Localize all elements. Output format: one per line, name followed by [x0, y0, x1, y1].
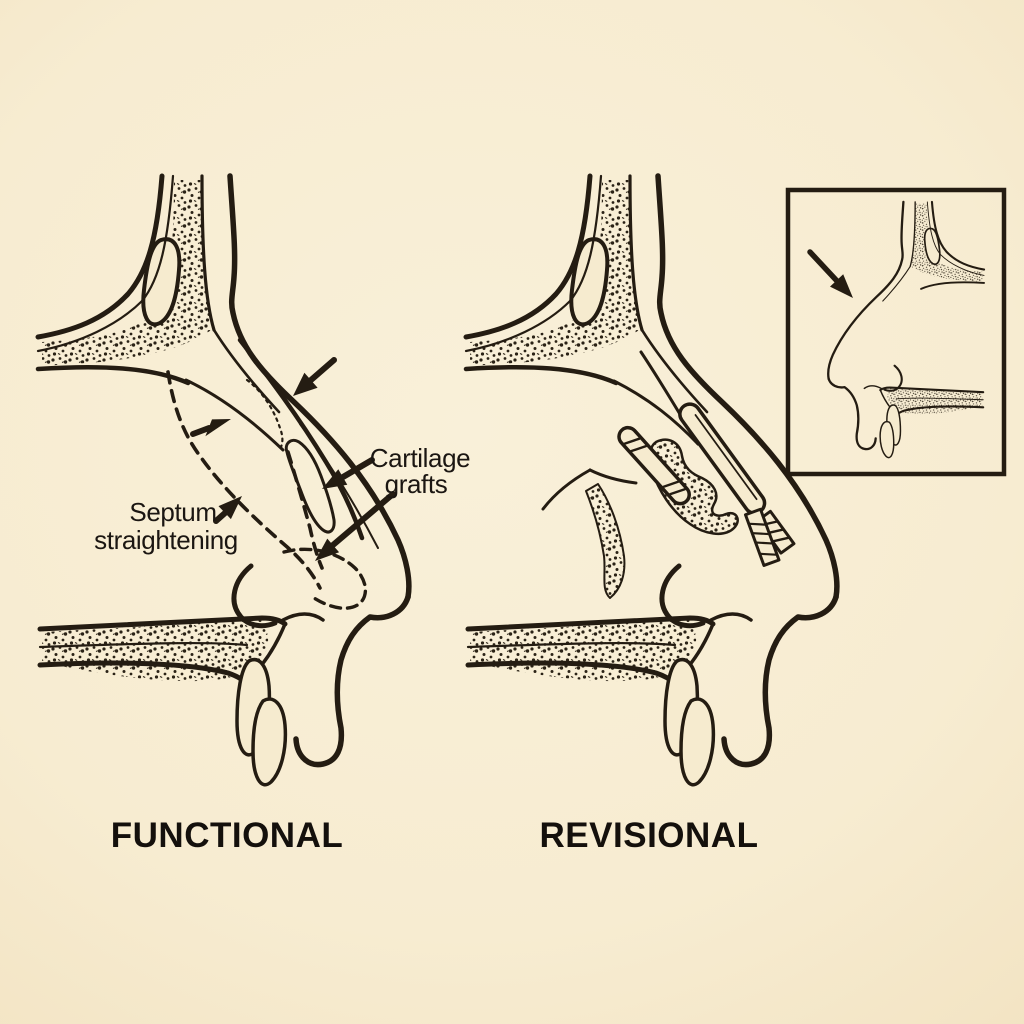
septum-cut-branch-b: [588, 468, 638, 485]
septum-dashed-inner: [286, 450, 324, 570]
nasal-bone-arrow: [190, 419, 231, 437]
hump-dotted-line: [245, 378, 284, 449]
caption-functional: FUNCTIONAL: [111, 816, 343, 855]
tip-graft-dashed-loop: [282, 547, 367, 610]
dorsum-arrow: [293, 357, 337, 396]
cartilage-graft-arrow-lower: [315, 491, 396, 561]
nasal-bone-lower-edge-right: [612, 379, 700, 446]
inset-border: [785, 187, 1007, 477]
cartilage-grafts-label-line1: Cartilage: [370, 443, 470, 473]
cartilage-graft-arrow-upper: [322, 457, 375, 489]
septum-straightening-label-line2: straightening: [94, 525, 238, 555]
septum-label-arrow: [213, 496, 242, 524]
inset-arrow: [807, 249, 853, 298]
dorsal-cartilage-line: [237, 337, 365, 541]
caudal-graft-rod: [617, 425, 691, 506]
revisional-overlay: [541, 350, 796, 599]
cartilage-grafts-label-line2: grafts: [385, 469, 448, 499]
septum-dashed-outline: [166, 370, 322, 590]
caption-revisional: REVISIONAL: [540, 816, 759, 855]
inset-profile-base: [827, 200, 986, 459]
inset-panel: [785, 187, 1007, 477]
septum-remnant-band: [585, 483, 626, 599]
functional-profile-base: [38, 176, 409, 785]
septum-straightening-label-line1: Septum: [129, 497, 216, 527]
septum-cut-branch-a: [541, 468, 592, 511]
columellar-strut-graft: [743, 507, 781, 567]
revisional-profile-base: [466, 176, 837, 785]
functional-overlay: [166, 337, 396, 610]
nasal-bone-lower-edge: [184, 378, 285, 452]
